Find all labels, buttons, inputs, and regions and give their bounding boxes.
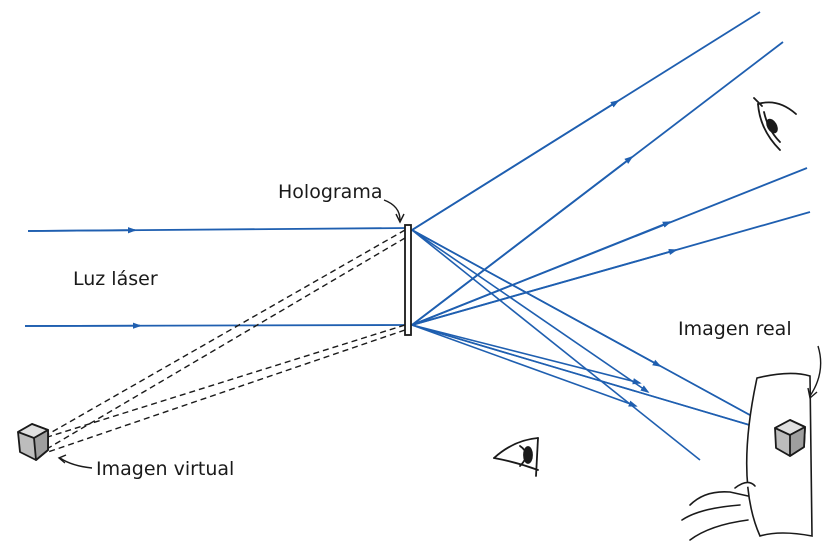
laser-light-label: Luz láser	[73, 268, 158, 290]
laser-beam-upper-arrow	[28, 230, 135, 231]
conv-ray-3-arrow	[412, 325, 640, 383]
conv-ray-5	[412, 230, 700, 460]
ray-mid-a-arrow	[412, 222, 670, 325]
screen-paper	[747, 373, 812, 536]
real-image-pointer	[810, 346, 821, 396]
virtual-ray-4	[48, 330, 405, 452]
conv-ray-4-arrow	[412, 325, 636, 406]
ray-top-b-arrow	[412, 157, 632, 325]
virtual-ray-3	[38, 325, 405, 440]
hologram-plate	[405, 225, 411, 335]
virtual-rays	[38, 230, 405, 452]
eye-icon-upper	[754, 98, 796, 150]
virtual-image-label: Imagen virtual	[96, 458, 234, 480]
real-image-label: Imagen real	[678, 318, 792, 340]
hologram-label: Holograma	[278, 181, 382, 203]
virtual-image-cube-icon	[18, 424, 48, 460]
eye-icon-lower	[494, 438, 538, 476]
hand-icon	[682, 482, 755, 540]
converging-rays	[412, 230, 790, 460]
ray-top-a-arrow	[412, 101, 618, 230]
virtual-ray-1	[38, 230, 405, 440]
